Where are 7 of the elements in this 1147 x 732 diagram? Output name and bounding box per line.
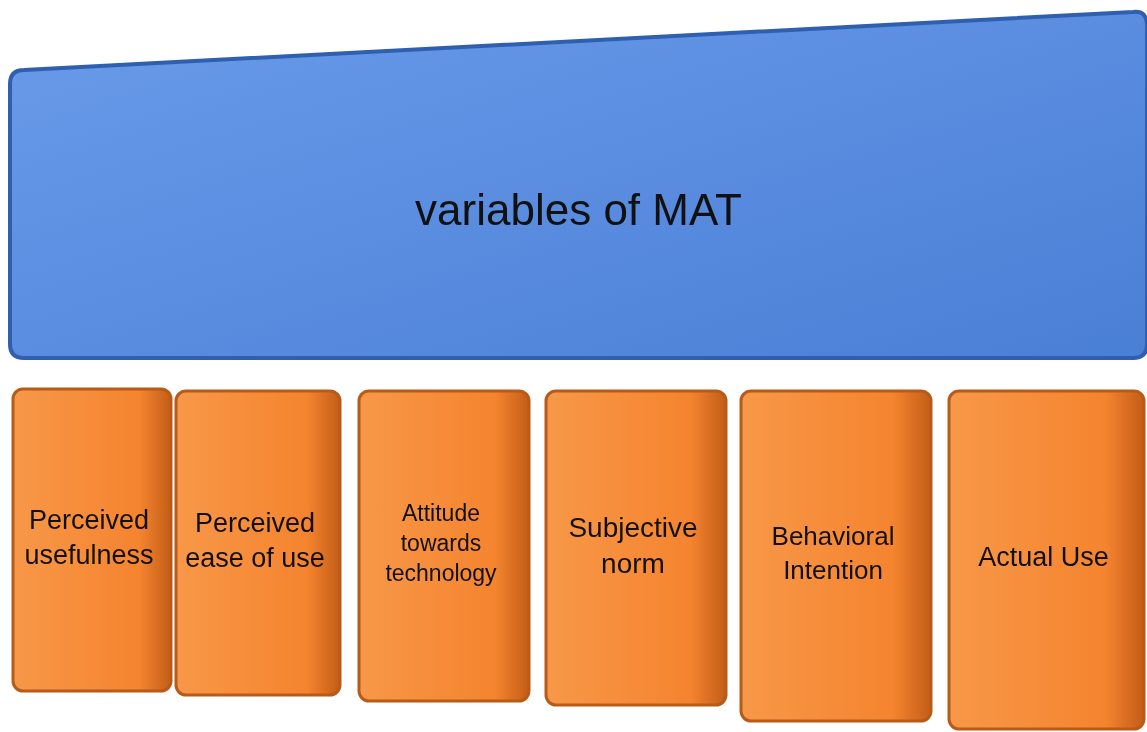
variable-label: Perceived ease of use: [184, 506, 326, 575]
variable-label: Actual Use: [978, 541, 1109, 575]
variable-label: Subjective norm: [567, 510, 699, 581]
banner-title: variables of MAT: [415, 184, 742, 237]
variable-label: Perceived usefulness: [23, 503, 155, 572]
variable-label: Behavioral Intention: [770, 520, 896, 587]
variable-label: Attitude towards technology: [384, 499, 498, 588]
